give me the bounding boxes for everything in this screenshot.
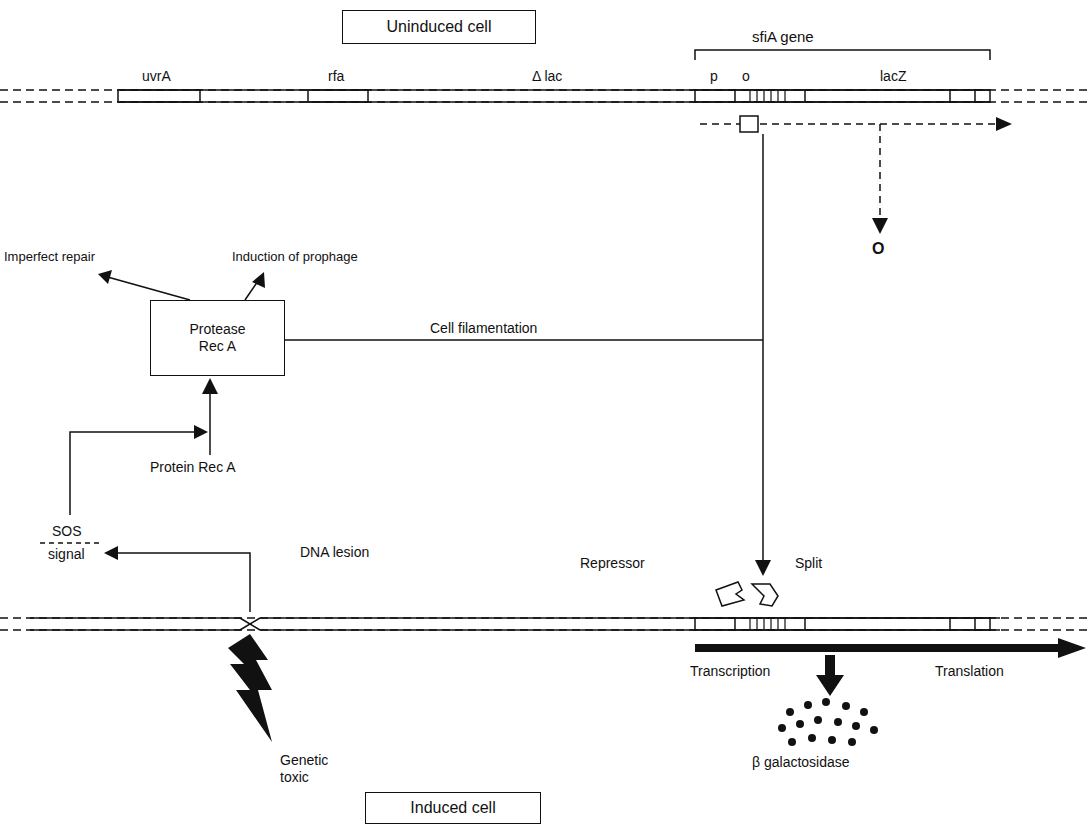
gene-label: Δ lac <box>532 68 562 85</box>
process-label: Transcription <box>690 663 770 680</box>
gene-label: sfiA gene <box>752 28 814 45</box>
box-text: Uninduced cell <box>387 17 492 37</box>
pathway-label: Cell filamentation <box>430 320 537 337</box>
gene-label: p <box>710 68 718 85</box>
gene-label: rfa <box>328 68 344 85</box>
process-label: Translation <box>935 663 1004 680</box>
gene-label: lacZ <box>880 68 906 85</box>
gene-label: o <box>742 68 750 85</box>
process-box: Protease Rec A <box>150 300 285 376</box>
symbol-label: O <box>872 240 884 257</box>
product-label: β galactosidase <box>752 754 850 771</box>
lesion-label: DNA lesion <box>300 544 369 561</box>
process-label: Repressor <box>580 555 645 572</box>
protein-label: Protein Rec A <box>150 459 236 476</box>
gene-label: uvrA <box>142 68 171 85</box>
title-box: Induced cell <box>365 792 541 824</box>
agent-label: Genetic toxic <box>280 752 350 786</box>
effect-label: Induction of prophage <box>232 248 358 265</box>
box-text: Induced cell <box>410 798 495 818</box>
effect-label: Imperfect repair <box>4 248 95 265</box>
title-box: Uninduced cell <box>342 10 536 44</box>
signal-label: signal <box>48 546 85 563</box>
signal-label: SOS <box>52 523 82 540</box>
process-label: Split <box>795 555 822 572</box>
box-text: Protease Rec A <box>178 321 258 356</box>
